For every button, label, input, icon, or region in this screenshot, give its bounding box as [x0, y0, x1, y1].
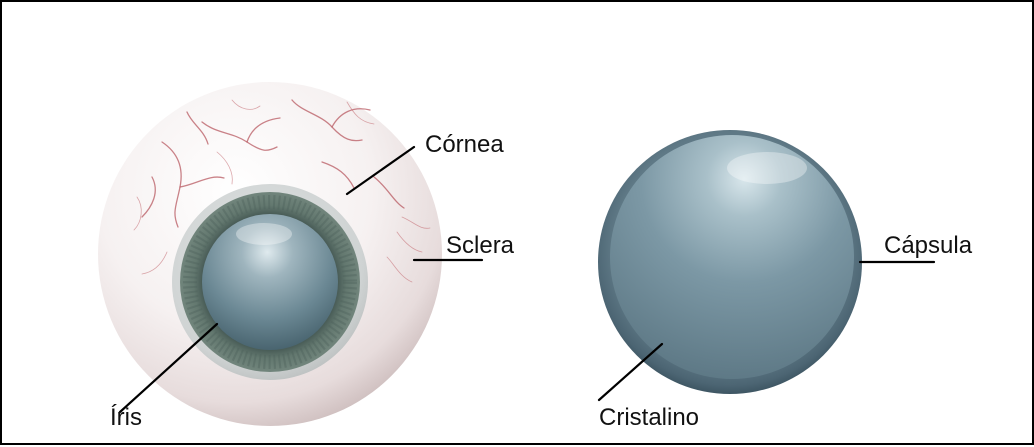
lens-highlight [727, 152, 807, 184]
lens [598, 130, 862, 394]
iris-label: Íris [110, 404, 142, 431]
cornea-label: Córnea [425, 131, 504, 158]
lens-leader-line [599, 344, 662, 400]
eyeball [98, 82, 442, 426]
sclera-label: Sclera [446, 232, 515, 259]
pupil-highlight [236, 223, 292, 245]
capsule-label: Cápsula [884, 232, 973, 259]
lens-label: Cristalino [599, 404, 699, 431]
